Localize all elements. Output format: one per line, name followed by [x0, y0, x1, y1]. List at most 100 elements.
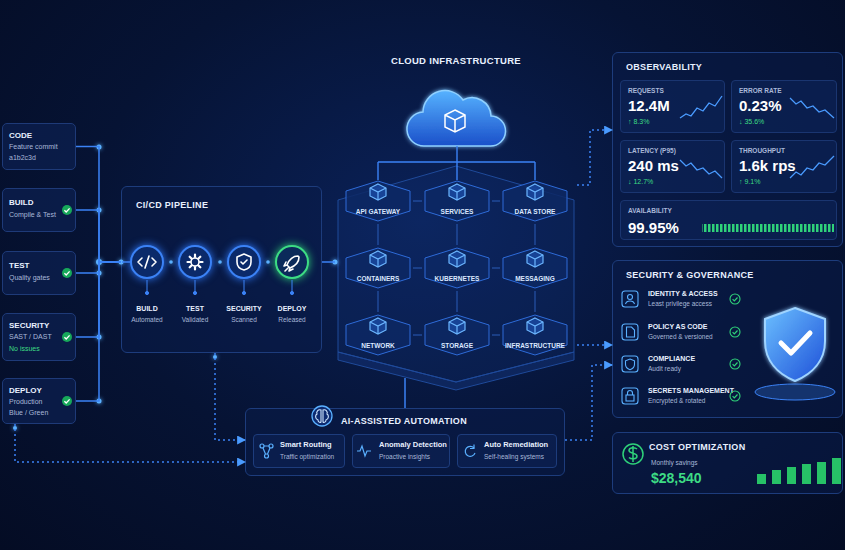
label-text: TEST: [9, 261, 29, 270]
label-text: COST OPTIMIZATION: [649, 442, 745, 452]
stage-circle: BUILDAutomated: [130, 245, 164, 279]
label-text: SECURITY: [9, 321, 49, 330]
automation-item: Smart RoutingTraffic optimization: [253, 434, 345, 468]
service-tile: API GATEWAY: [343, 178, 413, 224]
flow-dot: [96, 259, 102, 265]
connector-line: [535, 291, 536, 312]
label-text: Blue / Green: [9, 409, 48, 417]
hex-outline: [343, 178, 413, 224]
connector-line: [378, 291, 379, 312]
connector-line: [457, 291, 458, 312]
flow-dot: [97, 335, 102, 340]
label-text: SERVICES: [422, 208, 492, 215]
panel-box: OBSERVABILITYREQUESTS12.4M↑ 8.3%ERROR RA…: [612, 52, 843, 247]
label-text: Automated: [112, 316, 182, 323]
service-tile: DATA STORE: [500, 178, 570, 224]
label-text: LATENCY (P95): [628, 147, 676, 154]
label-text: DEPLOY: [9, 386, 42, 395]
label-text: ↑ 8.3%: [628, 118, 649, 126]
stage-circle: DEPLOYReleased: [275, 245, 309, 279]
connector-line: [492, 201, 500, 202]
label-text: BUILD: [112, 305, 182, 313]
label-text: NETWORK: [343, 342, 413, 349]
label-text: Scanned: [209, 316, 279, 323]
cloud-icon: [407, 91, 506, 146]
label-text: POLICY AS CODE: [648, 323, 708, 331]
label-text: ↓ 12.7%: [628, 178, 653, 186]
platform: [338, 166, 574, 390]
hex-outline: [422, 178, 492, 224]
label-text: API GATEWAY: [343, 208, 413, 215]
label-text: $28,540: [651, 470, 702, 486]
label-text: BUILD: [9, 198, 33, 207]
flow-dot: [97, 145, 102, 150]
label-text: CODE: [9, 131, 32, 140]
label-text: REQUESTS: [628, 87, 664, 94]
dashed-connector: [15, 424, 245, 462]
service-tile: INFRASTRUCTURE: [500, 312, 570, 358]
label-text: Anomaly Detection: [379, 441, 447, 450]
label-text: Compile & Test: [9, 211, 56, 219]
panel-box: SECURITY & GOVERNANCEIDENTITY & ACCESSLe…: [612, 260, 843, 418]
service-tile: NETWORK: [343, 312, 413, 358]
label-text: IDENTITY & ACCESS: [648, 290, 718, 298]
connector-line: [76, 147, 121, 263]
connector-line: [404, 378, 406, 408]
platform: [338, 166, 574, 382]
label-text: ERROR RATE: [739, 87, 782, 94]
stage-card: SECURITY SAST / DAST No issues: [2, 313, 76, 361]
label-text: CI/CD PIPELINE: [136, 200, 208, 210]
connector-line: [76, 210, 121, 262]
label-text: Encrypted & rotated: [648, 397, 705, 404]
dashed-connector: [565, 365, 612, 440]
service-tile: KUBERNETES: [422, 245, 492, 291]
label-text: Governed & versioned: [648, 333, 713, 340]
policy-row: SECRETS MANAGEMENT Encrypted & rotated: [620, 382, 745, 410]
stage-circle: SECURITYScanned: [227, 245, 261, 279]
stage-card: CODEFeature commita1b2c3d: [2, 123, 76, 170]
label-text: Smart Routing: [280, 441, 332, 450]
label-text: ↓ 35.6%: [739, 118, 764, 126]
label-text: 0.23%: [739, 97, 782, 114]
automation-item: Anomaly DetectionProactive insights: [352, 434, 450, 468]
metric-card: AVAILABILITY99.95%: [620, 200, 837, 240]
label-text: CLOUD INFRASTRUCTURE: [335, 56, 577, 67]
label-text: 1.6k rps: [739, 157, 796, 174]
label-text: 12.4M: [628, 97, 670, 114]
service-tile: MESSAGING: [500, 245, 570, 291]
dashed-connector: [577, 130, 612, 185]
metric-card: THROUGHPUT1.6k rps↑ 9.1%: [731, 140, 837, 193]
connector-line: [413, 268, 422, 269]
label-text: AI-ASSISTED AUTOMATION: [341, 416, 467, 426]
label-text: Proactive insights: [379, 453, 430, 460]
connector-line: [413, 201, 422, 202]
label-text: Validated: [160, 316, 230, 323]
connector-line: [457, 224, 458, 245]
service-tile: SERVICES: [422, 178, 492, 224]
label-text: Auto Remediation: [484, 441, 548, 450]
label-text: Monthly savings: [651, 459, 698, 466]
connector-line: [492, 335, 500, 336]
stage-card: BUILD Compile & Test: [2, 188, 76, 232]
label-text: THROUGHPUT: [739, 147, 785, 154]
panel-box: AI-ASSISTED AUTOMATION Smart RoutingTraff…: [245, 408, 565, 476]
hex-outline: [500, 312, 570, 358]
cloud-icon: [445, 110, 465, 132]
cloud-icon: [407, 91, 506, 146]
label-text: SECRETS MANAGEMENT: [648, 387, 734, 395]
hex-outline: [422, 312, 492, 358]
label-text: Least privilege access: [648, 300, 712, 307]
service-tile: STORAGE: [422, 312, 492, 358]
label-text: Quality gates: [9, 274, 50, 282]
metric-card: ERROR RATE 0.23% ↓ 35.6%: [731, 80, 837, 133]
label-text: AVAILABILITY: [628, 207, 672, 214]
connector-line: [413, 335, 422, 336]
label-text: INFRASTRUCTURE: [500, 342, 570, 349]
label-text: No issues: [9, 345, 40, 353]
label-text: SAST / DAST: [9, 333, 52, 341]
check-icon: [62, 205, 72, 406]
service-tile: CONTAINERS: [343, 245, 413, 291]
label-text: Feature commit: [9, 143, 58, 151]
platform: [338, 352, 574, 390]
label-text: TEST: [160, 305, 230, 313]
